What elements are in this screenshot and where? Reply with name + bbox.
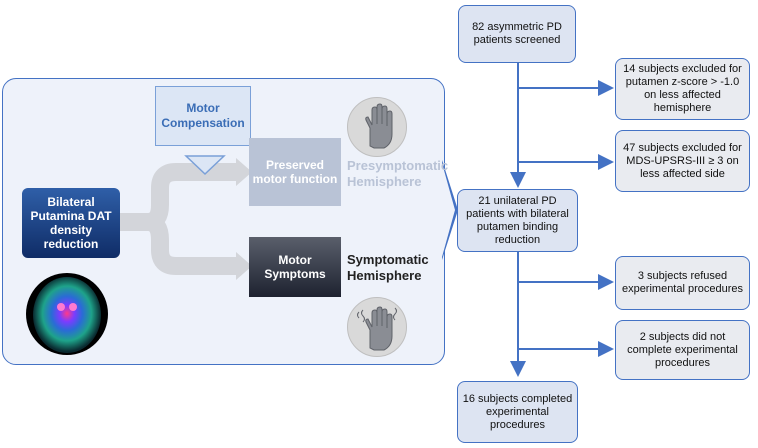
motor-symptoms-box: Motor Symptoms (249, 237, 341, 297)
bilateral-reduction-box: Bilateral Putamina DAT density reduction (22, 188, 120, 258)
brain-scan-image (26, 273, 108, 355)
presymptomatic-label: Presymptomatic Hemisphere (347, 158, 449, 189)
motor-compensation-box: Motor Compensation (155, 86, 251, 146)
hand-icon (347, 97, 407, 157)
excluded-putamen-box: 14 subjects excluded for putamen z-score… (615, 58, 750, 120)
symptomatic-label: Symptomatic Hemisphere (347, 252, 429, 283)
completed-box: 16 subjects completed experimental proce… (457, 381, 578, 443)
panel-pointer-inner (442, 163, 455, 257)
screened-box: 82 asymmetric PD patients screened (458, 5, 576, 63)
incomplete-box: 2 subjects did not complete experimental… (615, 320, 750, 380)
unilateral-box: 21 unilateral PD patients with bilateral… (457, 189, 578, 252)
excluded-updrs-box: 47 subjects excluded for MDS-UPSRS-III ≥… (615, 130, 750, 192)
tremor-hand-icon (347, 297, 407, 357)
refused-box: 3 subjects refused experimental procedur… (615, 256, 750, 310)
preserved-function-box: Preserved motor function (249, 138, 341, 206)
